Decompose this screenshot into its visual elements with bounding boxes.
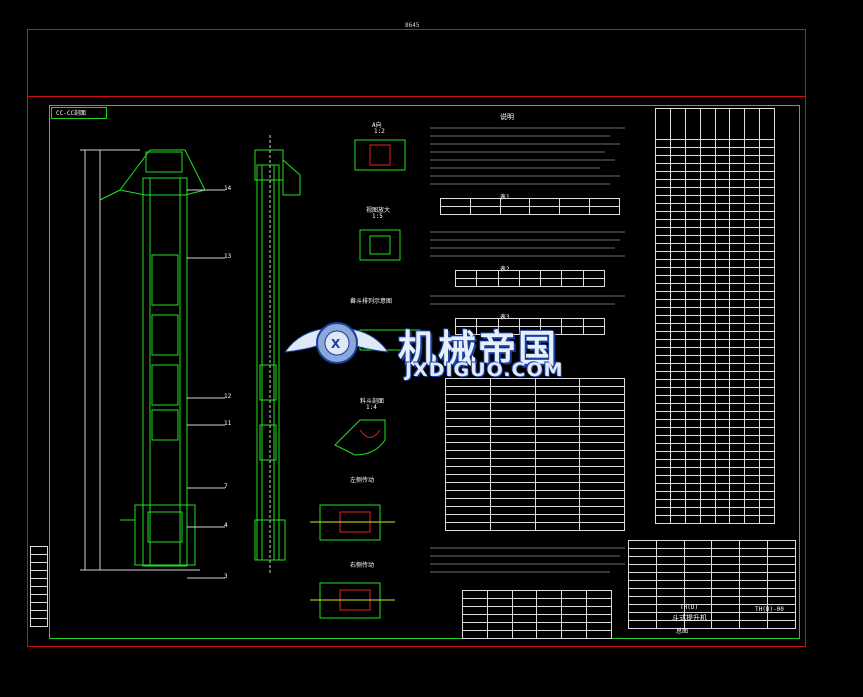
view-b-scale: 1:5 bbox=[372, 213, 383, 220]
table3-label: 表3 bbox=[500, 314, 510, 321]
table2-label: 表2 bbox=[500, 266, 510, 273]
view-a-scale: 1:2 bbox=[374, 128, 385, 135]
bucket-section-title: 料斗剖面 bbox=[360, 398, 385, 405]
product-model: TH(D) bbox=[680, 604, 699, 611]
callout-11: 11 bbox=[224, 420, 232, 427]
title-strip bbox=[27, 29, 806, 97]
view-b-title: 视图放大 bbox=[366, 207, 391, 214]
product-name: 斗式提升机 bbox=[672, 614, 707, 622]
left-drive-title: 左侧传动 bbox=[350, 477, 375, 484]
callout-3: 3 bbox=[224, 573, 228, 580]
watermark-chinese: 机械帝国 bbox=[398, 327, 559, 371]
callout-7: 7 bbox=[224, 483, 228, 490]
svg-text:X: X bbox=[331, 337, 341, 351]
callout-13: 13 bbox=[224, 253, 232, 260]
parts-list bbox=[655, 108, 775, 524]
notes-heading: 说明 bbox=[500, 113, 514, 121]
view-a-title: A向 bbox=[372, 122, 382, 129]
callout-14: 14 bbox=[224, 185, 232, 192]
bucket-section-scale: 1:4 bbox=[366, 404, 377, 411]
bom-small bbox=[462, 590, 612, 639]
top-dimension: 8645 bbox=[405, 22, 420, 29]
watermark-english: JXDIGUO.COM bbox=[405, 359, 564, 381]
view-label: CC-CC剖面 bbox=[56, 110, 87, 117]
callout-4: 4 bbox=[224, 522, 228, 529]
table1-label: 表1 bbox=[500, 194, 510, 201]
spec-table bbox=[445, 378, 625, 531]
table-3 bbox=[454, 318, 606, 335]
callout-12: 12 bbox=[224, 393, 232, 400]
table-2 bbox=[454, 270, 606, 287]
sheet-title: 总图 bbox=[676, 628, 689, 635]
table-1 bbox=[440, 198, 620, 215]
inner-frame bbox=[49, 105, 800, 639]
view-label-box bbox=[51, 107, 107, 119]
title-block bbox=[628, 540, 796, 629]
right-drive-title: 右侧传动 bbox=[350, 562, 375, 569]
revision-box bbox=[30, 546, 48, 627]
drawing-number: TH(D)-00 bbox=[755, 606, 784, 613]
arrangement-title: 畚斗排列示意图 bbox=[350, 298, 393, 305]
